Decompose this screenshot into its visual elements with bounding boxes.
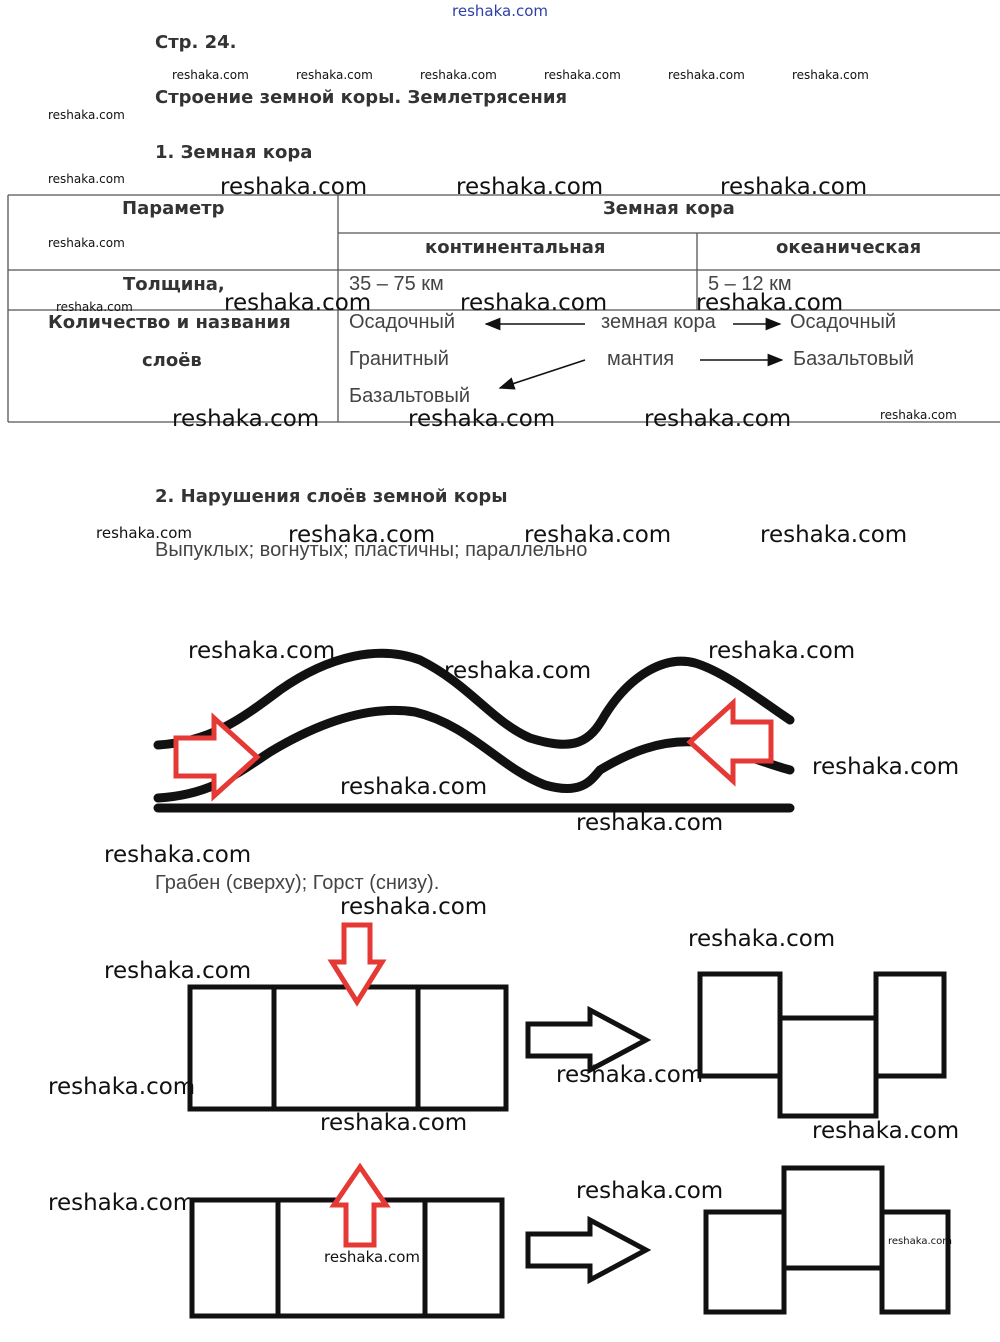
horst-after xyxy=(703,1165,951,1315)
row-layers-label-2: слоёв xyxy=(142,350,202,371)
watermark: reshaka.com xyxy=(576,810,724,836)
watermark: reshaka.com xyxy=(48,108,125,122)
table-header-continental: континентальная xyxy=(425,237,606,258)
graben-after xyxy=(697,971,947,1119)
fold-compression-arrows xyxy=(173,697,774,802)
continental-layer-sedimentary: Осадочный xyxy=(349,311,456,333)
watermark: reshaka.com xyxy=(668,68,745,82)
oceanic-layer-basalt: Базальтовый xyxy=(793,348,915,370)
watermark: reshaka.com xyxy=(172,406,320,432)
watermark: reshaka.com xyxy=(48,172,125,186)
watermark: reshaka.com xyxy=(340,774,488,800)
oceanic-layer-sedimentary: Осадочный xyxy=(790,311,897,333)
watermark: reshaka.com xyxy=(320,1110,468,1136)
center-label-mantle: мантия xyxy=(607,348,675,370)
watermark: reshaka.com xyxy=(696,290,844,316)
continental-layer-basalt: Базальтовый xyxy=(349,385,471,407)
watermark: reshaka.com xyxy=(708,638,856,664)
watermark: reshaka.com xyxy=(644,406,792,432)
watermark: reshaka.com xyxy=(524,522,672,548)
watermark: reshaka.com xyxy=(792,68,869,82)
fold-upper-layer xyxy=(153,648,795,750)
red-arrow-down-icon xyxy=(327,922,387,1007)
red-arrow-left-icon xyxy=(686,697,774,787)
row-layers-label: Количество и названия xyxy=(48,312,291,333)
watermark: reshaka.com xyxy=(172,68,249,82)
row-thickness-label: Толщина, xyxy=(123,274,225,295)
watermark: reshaka.com xyxy=(48,1074,196,1100)
watermark: reshaka.com xyxy=(224,290,372,316)
red-arrow-right-icon xyxy=(173,712,261,802)
watermark: reshaka.com xyxy=(460,290,608,316)
watermark: reshaka.com xyxy=(96,524,192,542)
answer-folds: Выпуклых; вогнутых; пластичны; параллель… xyxy=(155,539,588,561)
continental-layer-granite: Гранитный xyxy=(349,348,449,370)
arrow-mantle-to-basalt xyxy=(498,359,586,390)
table-header-crust: Земная кора xyxy=(603,198,735,219)
watermark: reshaka.com xyxy=(888,1236,952,1247)
watermark: reshaka.com xyxy=(760,522,908,548)
watermark: reshaka.com xyxy=(340,894,488,920)
watermark: reshaka.com xyxy=(812,1118,960,1144)
crust-table-grid xyxy=(7,194,1000,423)
result-arrow-icon xyxy=(525,1215,652,1285)
graben-before xyxy=(187,984,509,1112)
table-header-oceanic: океаническая xyxy=(776,237,922,258)
layer-arrows xyxy=(484,317,784,390)
page-title: Строение земной коры. Землетрясения xyxy=(155,87,567,108)
red-arrow-up-icon xyxy=(329,1162,391,1248)
table-header-parameter: Параметр xyxy=(122,198,225,219)
watermark: reshaka.com xyxy=(688,926,836,952)
watermark: reshaka.com xyxy=(444,658,592,684)
watermark: reshaka.com xyxy=(56,300,133,314)
result-arrow-icon xyxy=(525,1005,652,1075)
watermark: reshaka.com xyxy=(408,406,556,432)
watermark: reshaka.com xyxy=(324,1248,420,1266)
thickness-oceanic: 5 – 12 км xyxy=(708,273,792,295)
watermark: reshaka.com xyxy=(812,754,960,780)
watermark: reshaka.com xyxy=(104,842,252,868)
watermark: reshaka.com xyxy=(556,1062,704,1088)
section1-heading: 1. Земная кора xyxy=(155,142,313,163)
watermark: reshaka.com xyxy=(296,68,373,82)
watermark: reshaka.com xyxy=(576,1178,724,1204)
watermark: reshaka.com xyxy=(720,174,868,200)
watermark: reshaka.com xyxy=(220,174,368,200)
answer-graben-horst: Грабен (сверху); Горст (снизу). xyxy=(155,872,440,894)
watermark-top: reshaka.com xyxy=(452,2,548,20)
page-number: Стр. 24. xyxy=(155,32,237,53)
watermark: reshaka.com xyxy=(104,958,252,984)
watermark: reshaka.com xyxy=(420,68,497,82)
thickness-continental: 35 – 75 км xyxy=(349,273,444,295)
center-label-crust: земная кора xyxy=(601,311,716,333)
watermark: reshaka.com xyxy=(48,1190,196,1216)
watermark: reshaka.com xyxy=(48,236,125,250)
watermark: reshaka.com xyxy=(544,68,621,82)
watermark: reshaka.com xyxy=(880,408,957,422)
section2-heading: 2. Нарушения слоёв земной коры xyxy=(155,486,508,507)
watermark: reshaka.com xyxy=(288,522,436,548)
watermark: reshaka.com xyxy=(188,638,336,664)
watermark: reshaka.com xyxy=(456,174,604,200)
